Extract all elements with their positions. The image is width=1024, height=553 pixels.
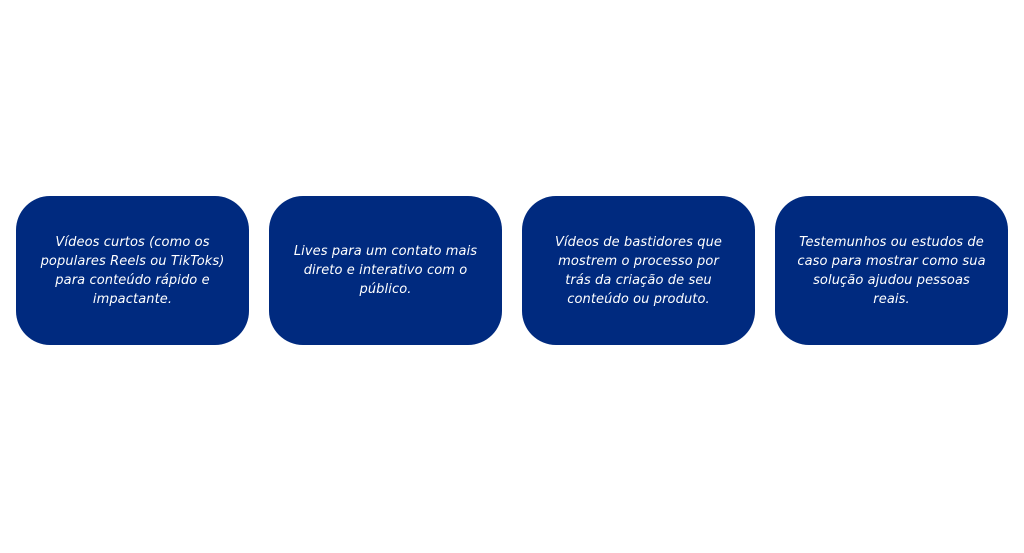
card-behind-the-scenes: Vídeos de bastidores que mostrem o proce… (522, 196, 755, 345)
card-testimonials: Testemunhos ou estudos de caso para most… (775, 196, 1008, 345)
card-text: Vídeos de bastidores que mostrem o proce… (554, 234, 723, 307)
card-text: Lives para um contato mais direto e inte… (293, 244, 478, 297)
card-lives: Lives para um contato mais direto e inte… (269, 196, 502, 345)
card-short-videos: Vídeos curtos (como os populares Reels o… (16, 196, 249, 345)
card-text: Testemunhos ou estudos de caso para most… (797, 234, 986, 307)
card-text: Vídeos curtos (como os populares Reels o… (40, 234, 225, 307)
